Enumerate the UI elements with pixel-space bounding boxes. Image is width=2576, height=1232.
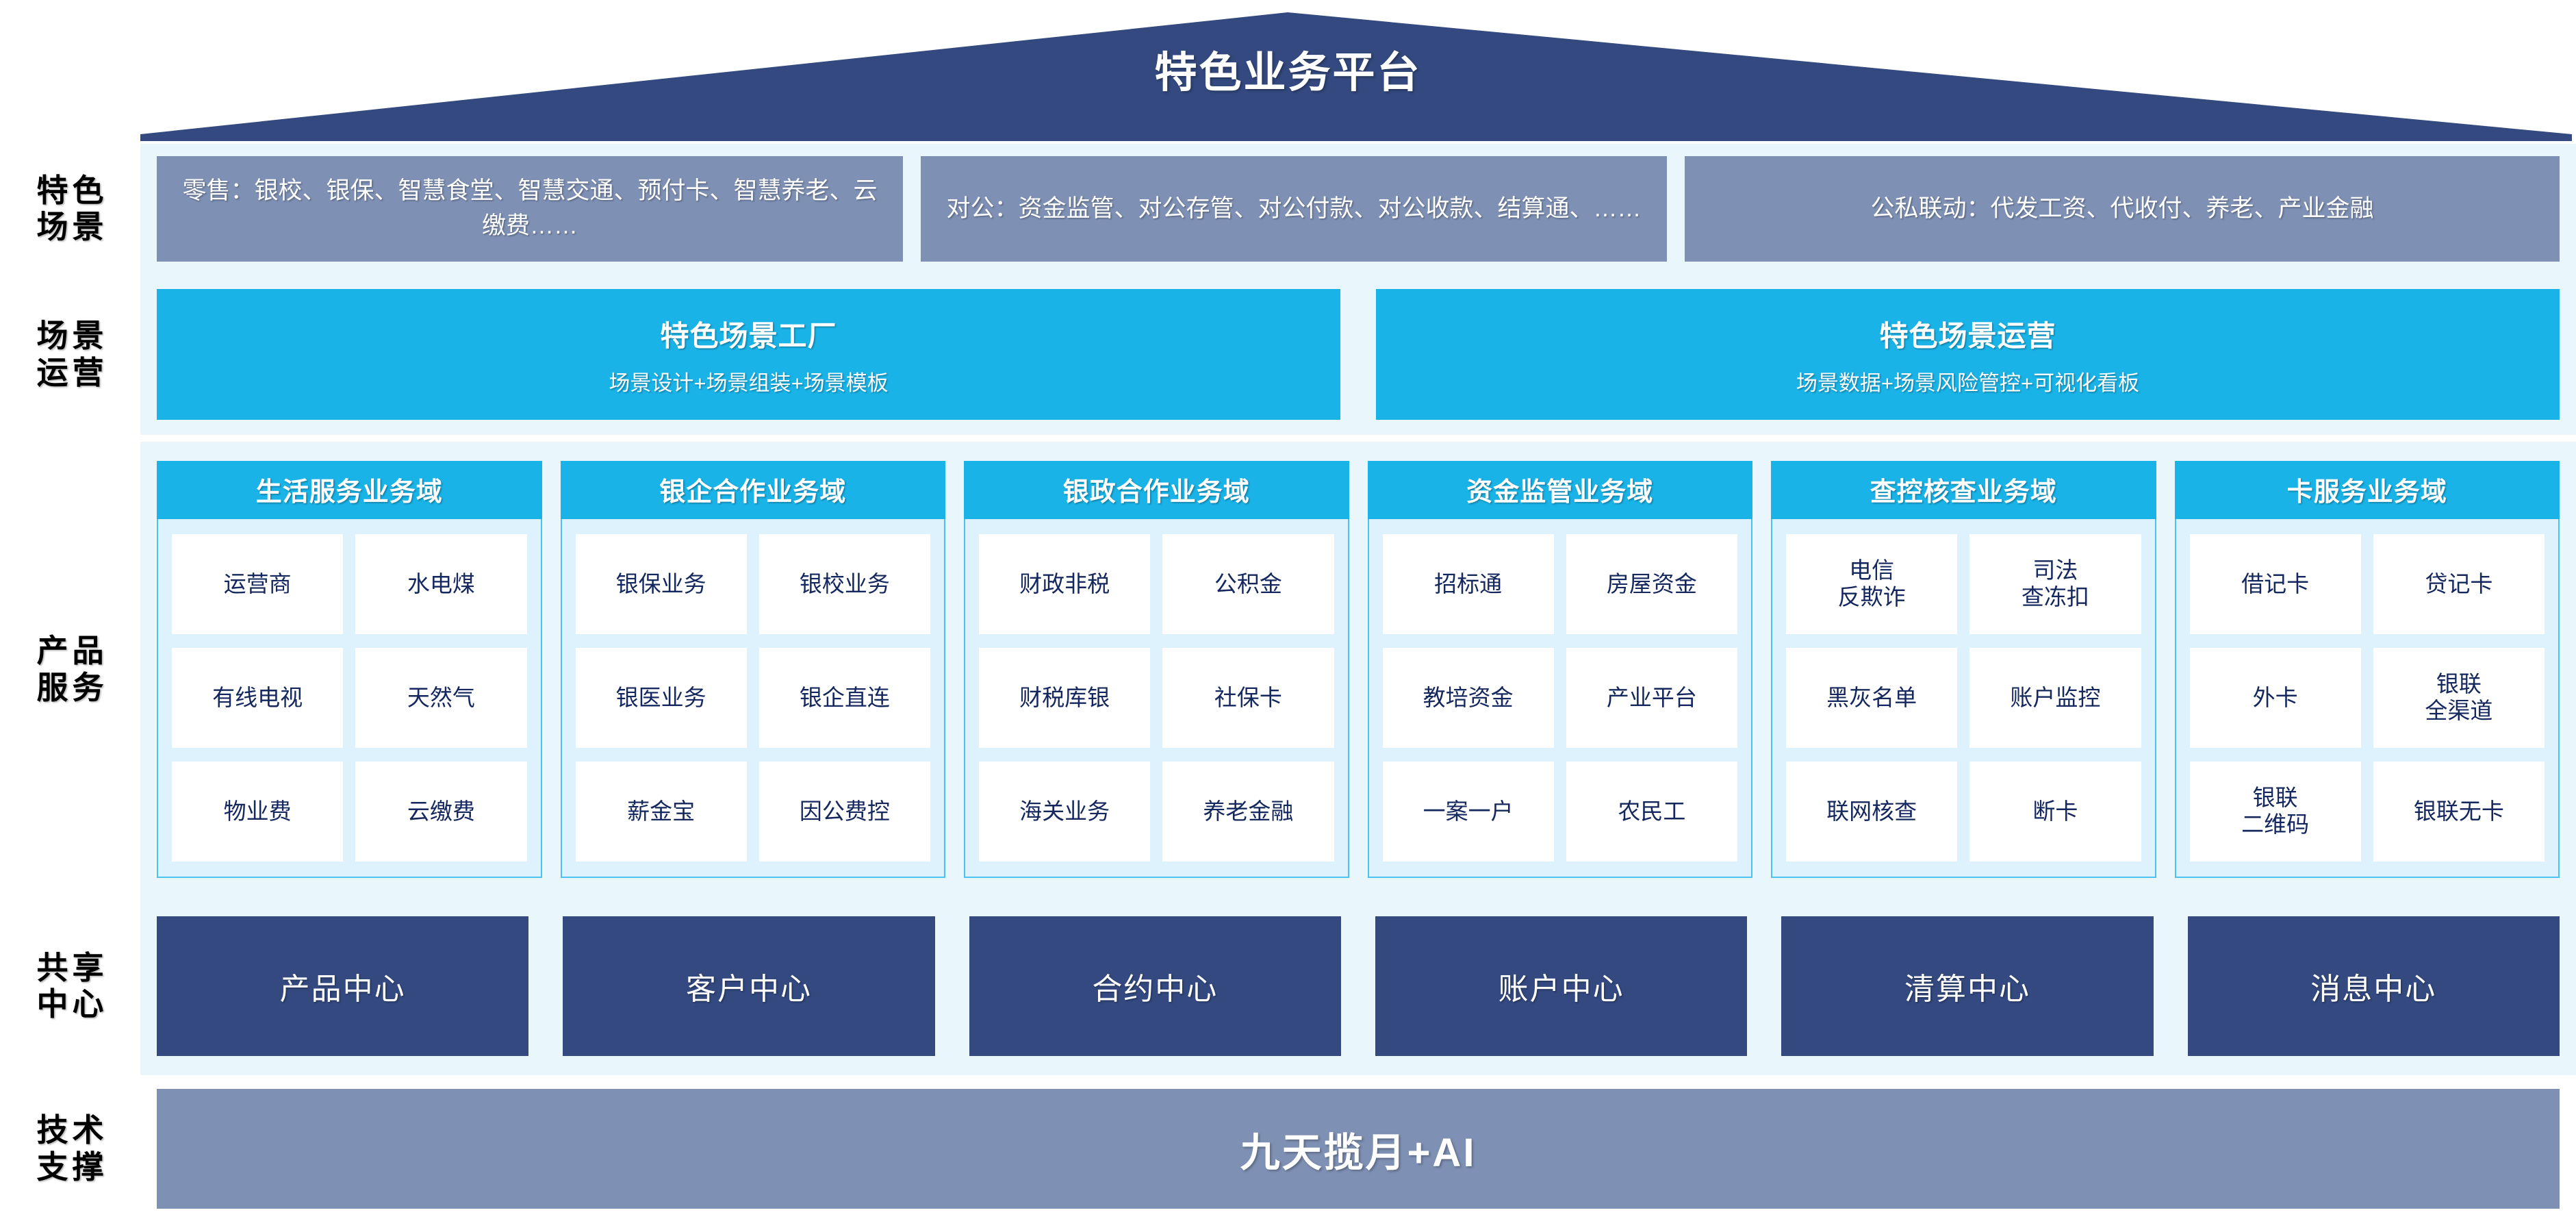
band-label-line-2: 运营: [36, 354, 108, 390]
band-label-product-services: 产品 服务: [0, 442, 140, 897]
band-scenario-operations: 场景 运营 特色场景工厂 场景设计+场景组装+场景模板 特色场景运营 场景数据+…: [0, 274, 2576, 435]
band-label-line-2: 服务: [36, 669, 108, 705]
domain-header-fund-supervision: 资金监管业务域: [1367, 461, 1752, 519]
domain-cell[interactable]: 房屋资金: [1566, 534, 1737, 634]
roof-pediment-shape: [140, 12, 2572, 141]
domain-cell[interactable]: 贷记卡: [2373, 534, 2545, 634]
domain-cell[interactable]: 水电煤: [355, 534, 527, 634]
domain-cell[interactable]: 银联无卡: [2373, 762, 2545, 862]
domain-cell[interactable]: 海关业务: [979, 762, 1151, 862]
shared-center-product[interactable]: 产品中心: [157, 916, 529, 1056]
domain-cell[interactable]: 运营商: [172, 534, 344, 634]
band-body-technical-support: 九天揽月+AI: [140, 1089, 2576, 1209]
domain-card-investigation-control[interactable]: 查控核查业务域 电信 反欺诈 司法 查冻扣 黑灰名单 账户监控 联网核查 断卡: [1771, 461, 2156, 878]
domain-cell[interactable]: 账户监控: [1969, 648, 2141, 748]
domain-cell[interactable]: 银企直连: [758, 648, 930, 748]
scenario-box-retail[interactable]: 零售：银校、银保、智慧食堂、智慧交通、预付卡、智慧养老、云缴费……: [157, 156, 903, 262]
band-label-line-1: 产品: [36, 633, 108, 669]
band-technical-support: 技术 支撑 九天揽月+AI: [0, 1089, 2576, 1209]
ops-title-scenario-operation: 特色场景运营: [1879, 319, 2056, 352]
shared-center-contract[interactable]: 合约中心: [969, 916, 1341, 1056]
domain-header-life-services: 生活服务业务域: [157, 461, 542, 519]
domain-grid-life-services: 运营商 水电煤 有线电视 天然气 物业费 云缴费: [158, 519, 541, 877]
domain-cell[interactable]: 银医业务: [575, 648, 747, 748]
band-label-line-1: 特色: [36, 172, 108, 208]
domain-cell[interactable]: 借记卡: [2189, 534, 2361, 634]
domain-cell[interactable]: 天然气: [355, 648, 527, 748]
domain-cell[interactable]: 黑灰名单: [1786, 648, 1958, 748]
band-body-shared-centers: 产品中心 客户中心 合约中心 账户中心 清算中心 消息中心: [140, 897, 2576, 1075]
band-label-featured-scenarios: 特色 场景: [0, 144, 140, 274]
ops-title-scenario-factory: 特色场景工厂: [660, 319, 837, 352]
shared-center-message[interactable]: 消息中心: [2187, 916, 2560, 1056]
domain-cell[interactable]: 银保业务: [575, 534, 747, 634]
technical-support-platform[interactable]: 九天揽月+AI: [157, 1089, 2560, 1209]
domain-grid-bank-government: 财政非税 公积金 财税库银 社保卡 海关业务 养老金融: [965, 519, 1348, 877]
band-label-line-1: 共享: [36, 949, 108, 985]
band-label-shared-centers: 共享 中心: [0, 897, 140, 1075]
shared-center-customer[interactable]: 客户中心: [563, 916, 935, 1056]
band-featured-scenarios: 特色 场景 零售：银校、银保、智慧食堂、智慧交通、预付卡、智慧养老、云缴费…… …: [0, 144, 2576, 274]
domain-cell[interactable]: 断卡: [1969, 762, 2141, 862]
domain-card-card-services[interactable]: 卡服务业务域 借记卡 贷记卡 外卡 银联 全渠道 银联 二维码 银联无卡: [2174, 461, 2560, 878]
domain-grid-bank-enterprise: 银保业务 银校业务 银医业务 银企直连 薪金宝 因公费控: [562, 519, 945, 877]
band-label-line-2: 支撑: [36, 1148, 108, 1185]
domain-cell[interactable]: 一案一户: [1382, 762, 1554, 862]
domain-card-bank-government[interactable]: 银政合作业务域 财政非税 公积金 财税库银 社保卡 海关业务 养老金融: [964, 461, 1349, 878]
domain-cell[interactable]: 农民工: [1566, 762, 1737, 862]
band-label-scenario-operations: 场景 运营: [0, 274, 140, 435]
domain-cell[interactable]: 养老金融: [1162, 762, 1334, 862]
band-body-scenario-operations: 特色场景工厂 场景设计+场景组装+场景模板 特色场景运营 场景数据+场景风险管控…: [140, 274, 2576, 435]
domain-cell[interactable]: 有线电视: [172, 648, 344, 748]
domain-cell[interactable]: 财政非税: [979, 534, 1151, 634]
shared-center-clearing[interactable]: 清算中心: [1781, 916, 2154, 1056]
domain-cell[interactable]: 公积金: [1162, 534, 1334, 634]
domain-header-bank-enterprise: 银企合作业务域: [560, 461, 945, 519]
domain-cell[interactable]: 社保卡: [1162, 648, 1334, 748]
domain-header-investigation-control: 查控核查业务域: [1771, 461, 2156, 519]
domain-cell[interactable]: 招标通: [1382, 534, 1554, 634]
ops-box-scenario-operation[interactable]: 特色场景运营 场景数据+场景风险管控+可视化看板: [1376, 289, 2560, 420]
domain-header-bank-government: 银政合作业务域: [964, 461, 1349, 519]
domain-grid-fund-supervision: 招标通 房屋资金 教培资金 产业平台 一案一户 农民工: [1369, 519, 1752, 877]
domain-card-life-services[interactable]: 生活服务业务域 运营商 水电煤 有线电视 天然气 物业费 云缴费: [157, 461, 542, 878]
domain-cell[interactable]: 银联 二维码: [2189, 762, 2361, 862]
band-body-featured-scenarios: 零售：银校、银保、智慧食堂、智慧交通、预付卡、智慧养老、云缴费…… 对公：资金监…: [140, 144, 2576, 274]
ops-box-scenario-factory[interactable]: 特色场景工厂 场景设计+场景组装+场景模板: [157, 289, 1340, 420]
domain-cell[interactable]: 薪金宝: [575, 762, 747, 862]
domain-grid-investigation-control: 电信 反欺诈 司法 查冻扣 黑灰名单 账户监控 联网核查 断卡: [1772, 519, 2155, 877]
band-body-product-services: 生活服务业务域 运营商 水电煤 有线电视 天然气 物业费 云缴费 银企合作业务域…: [140, 442, 2576, 897]
scenario-box-public-private-linkage[interactable]: 公私联动：代发工资、代收付、养老、产业金融: [1685, 156, 2560, 262]
domain-cell[interactable]: 因公费控: [758, 762, 930, 862]
platform-title: 特色业务平台: [1154, 49, 1422, 97]
shared-center-account[interactable]: 账户中心: [1375, 916, 1748, 1056]
ops-subtitle-scenario-factory: 场景设计+场景组装+场景模板: [609, 370, 889, 395]
domain-cell[interactable]: 教培资金: [1382, 648, 1554, 748]
domain-card-bank-enterprise[interactable]: 银企合作业务域 银保业务 银校业务 银医业务 银企直连 薪金宝 因公费控: [560, 461, 945, 878]
domain-cell[interactable]: 联网核查: [1786, 762, 1958, 862]
domain-cell[interactable]: 物业费: [172, 762, 344, 862]
band-label-line-2: 场景: [36, 209, 108, 244]
scenario-box-corporate[interactable]: 对公：资金监管、对公存管、对公付款、对公收款、结算通、……: [921, 156, 1667, 262]
ops-subtitle-scenario-operation: 场景数据+场景风险管控+可视化看板: [1796, 370, 2140, 395]
domain-grid-card-services: 借记卡 贷记卡 外卡 银联 全渠道 银联 二维码 银联无卡: [2176, 519, 2559, 877]
band-label-line-1: 场景: [36, 318, 108, 354]
domain-cell[interactable]: 财税库银: [979, 648, 1151, 748]
domain-card-fund-supervision[interactable]: 资金监管业务域 招标通 房屋资金 教培资金 产业平台 一案一户 农民工: [1367, 461, 1752, 878]
platform-roof: 特色业务平台: [0, 0, 2576, 144]
domain-cell[interactable]: 产业平台: [1566, 648, 1737, 748]
domain-cell[interactable]: 司法 查冻扣: [1969, 534, 2141, 634]
band-label-technical-support: 技术 支撑: [0, 1089, 140, 1209]
band-label-line-2: 中心: [36, 986, 108, 1022]
domain-header-card-services: 卡服务业务域: [2174, 461, 2560, 519]
band-label-line-1: 技术: [36, 1112, 108, 1148]
domain-cell[interactable]: 云缴费: [355, 762, 527, 862]
band-product-services: 产品 服务 生活服务业务域 运营商 水电煤 有线电视 天然气 物业费 云缴费 银…: [0, 442, 2576, 897]
domain-cell[interactable]: 电信 反欺诈: [1786, 534, 1958, 634]
domain-cell[interactable]: 银联 全渠道: [2373, 648, 2545, 748]
domain-cell[interactable]: 银校业务: [758, 534, 930, 634]
domain-cell[interactable]: 外卡: [2189, 648, 2361, 748]
band-shared-centers: 共享 中心 产品中心 客户中心 合约中心 账户中心 清算中心 消息中心: [0, 897, 2576, 1075]
